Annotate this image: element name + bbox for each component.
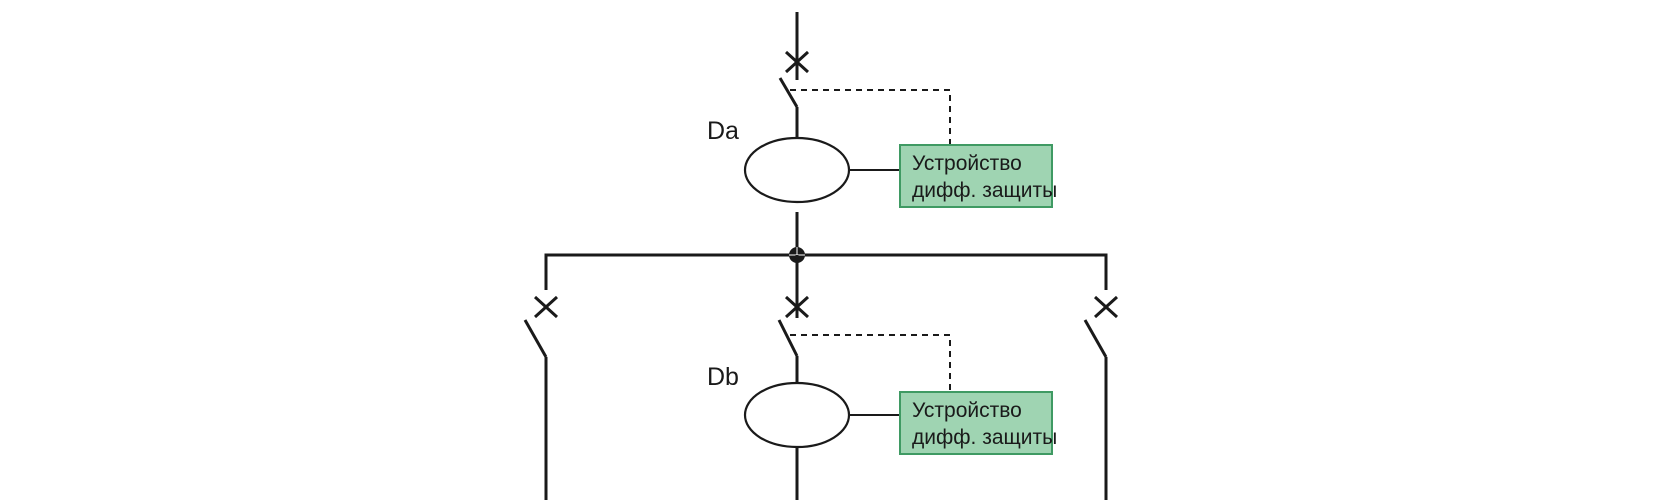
trip-link-b-dashed xyxy=(790,334,951,392)
device-b-label: Db xyxy=(707,363,739,391)
breaker-left-switch-blade xyxy=(523,319,548,358)
protection-device-b-box: Устройство дифф. защиты xyxy=(899,391,1057,455)
breaker-a-cross-mark xyxy=(784,50,810,74)
current-transformer-a xyxy=(743,136,851,204)
device-a-box-line2: дифф. защиты xyxy=(912,179,1057,202)
breaker-b-switch-blade xyxy=(777,319,799,357)
device-a-label: Da xyxy=(707,117,739,145)
trip-link-a-dashed xyxy=(790,89,951,145)
device-b-box-line2: дифф. защиты xyxy=(912,426,1057,449)
current-transformer-b xyxy=(743,381,851,449)
breaker-right-switch-blade xyxy=(1083,319,1108,358)
distribution-busbar xyxy=(544,253,1108,290)
breaker-a-switch-blade xyxy=(778,77,799,108)
breaker-right-cross-mark xyxy=(1093,295,1119,319)
breaker-left-cross-mark xyxy=(533,295,559,319)
breaker-b-cross-mark xyxy=(784,295,810,319)
device-b-box-line1: Устройство xyxy=(912,399,1022,422)
device-a-box-line1: Устройство xyxy=(912,152,1022,175)
protection-device-a-box: Устройство дифф. защиты xyxy=(899,144,1057,208)
